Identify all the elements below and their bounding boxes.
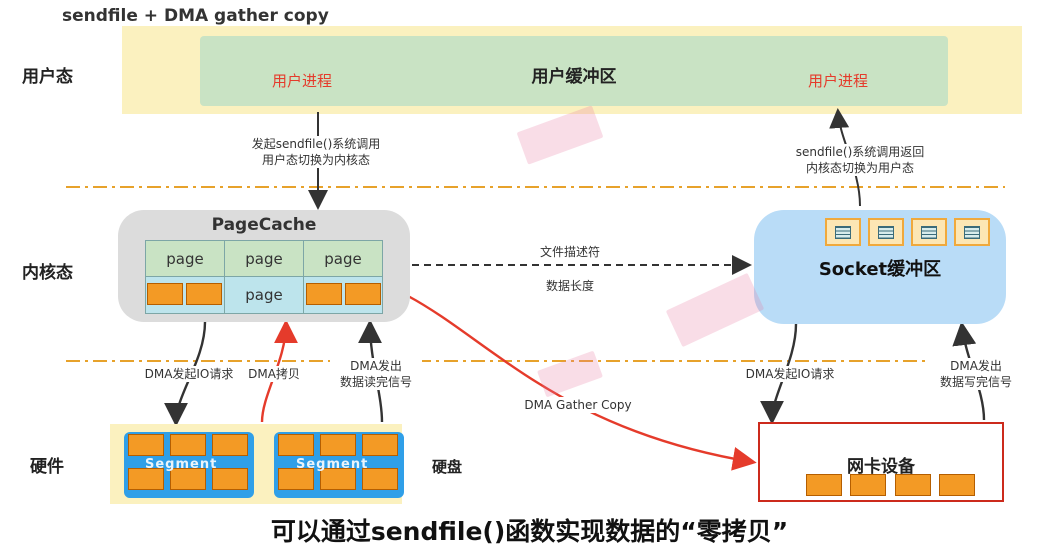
envelope-icon	[128, 434, 164, 456]
envelope-icon	[320, 468, 356, 490]
user-mode-label: 用户态	[22, 67, 73, 87]
envelope-icon	[186, 283, 222, 305]
syscall-label: 发起sendfile()系统调用 用户态切换为内核态	[226, 136, 406, 168]
envelope-icon	[306, 283, 342, 305]
envelope-icon	[212, 468, 248, 490]
envelope-icon	[362, 468, 398, 490]
page-cell-1: page	[145, 240, 225, 277]
user-process-left: 用户进程	[272, 72, 333, 90]
socket-slot-1	[825, 218, 861, 246]
dma-io-request-left-label: DMA发起IO请求	[134, 366, 244, 382]
dma-write-done-label: DMA发出 数据写完信号	[930, 358, 1022, 390]
envelope-icon	[170, 434, 206, 456]
envelope-icon	[850, 474, 886, 496]
envelope-icon	[278, 468, 314, 490]
data-length-label: 数据长度	[545, 279, 594, 293]
table-icon	[835, 225, 851, 239]
dma-copy-label: DMA拷贝	[240, 366, 308, 382]
dma-write-done-line1: DMA发出	[950, 359, 1002, 373]
syscall-label-line1: 发起sendfile()系统调用	[251, 137, 381, 151]
network-card-title: 网卡设备	[847, 457, 915, 477]
socket-slot-2	[868, 218, 904, 246]
envelope-icon	[345, 283, 381, 305]
dma-write-done-line2: 数据写完信号	[939, 375, 1012, 389]
segment-label-1: Segment	[145, 457, 218, 472]
envelope-icon	[806, 474, 842, 496]
kernel-mode-label: 内核态	[22, 263, 73, 283]
envelope-icon	[212, 434, 248, 456]
syscall-label-line2: 用户态切换为内核态	[261, 153, 370, 167]
user-buffer-title: 用户缓冲区	[531, 67, 617, 87]
table-icon	[878, 225, 894, 239]
table-icon	[964, 225, 980, 239]
hardware-label: 硬件	[30, 457, 64, 477]
envelope-icon	[128, 468, 164, 490]
dma-read-done-line2: 数据读完信号	[339, 375, 412, 389]
page-cell-2: page	[224, 240, 304, 277]
envelope-icon	[170, 468, 206, 490]
envelope-icon	[939, 474, 975, 496]
page-grid: page page page page	[145, 240, 383, 314]
page-cell-middle: page	[224, 276, 304, 314]
socket-buffer-title: Socket缓冲区	[818, 259, 942, 280]
socket-slot-4	[954, 218, 990, 246]
table-icon	[921, 225, 937, 239]
diagram-title: sendfile + DMA gather copy	[62, 6, 329, 26]
dma-gather-copy-arrow	[407, 294, 757, 471]
user-buffer	[200, 36, 948, 106]
dma-read-done-label: DMA发出 数据读完信号	[330, 358, 422, 390]
envelope-icon	[362, 434, 398, 456]
envelope-icon	[147, 283, 183, 305]
return-label-line2: 内核态切换为用户态	[805, 161, 914, 175]
page-cache-title: PageCache	[211, 215, 317, 235]
envelope-icon	[278, 434, 314, 456]
socket-slot-3	[911, 218, 947, 246]
page-cell-3: page	[303, 240, 383, 277]
disk-segment-1	[128, 434, 254, 496]
segment-label-2: Segment	[296, 457, 369, 472]
caption: 可以通过sendfile()函数实现数据的“零拷贝”	[270, 517, 789, 546]
disk-segment-2	[278, 434, 404, 496]
envelope-icon	[320, 434, 356, 456]
envelope-icon	[895, 474, 931, 496]
return-label: sendfile()系统调用返回 内核态切换为用户态	[772, 144, 948, 176]
dma-read-done-line1: DMA发出	[350, 359, 402, 373]
file-descriptor-label: 文件描述符	[539, 245, 600, 259]
dma-gather-copy-label: DMA Gather Copy	[514, 397, 642, 413]
return-label-line1: sendfile()系统调用返回	[795, 145, 925, 159]
dma-io-request-right-label: DMA发起IO请求	[734, 366, 846, 382]
user-process-right: 用户进程	[808, 72, 869, 90]
disk-label: 硬盘	[432, 458, 463, 476]
